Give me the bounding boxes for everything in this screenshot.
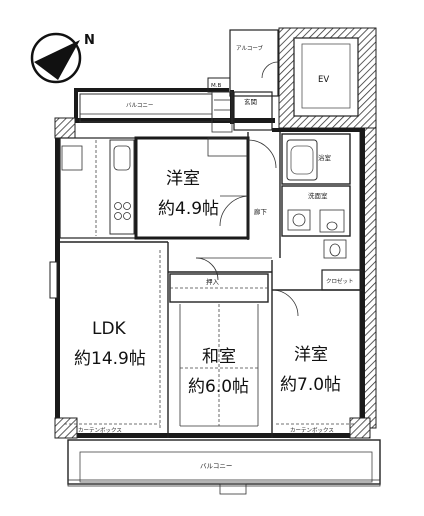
western-room-top-size: 約4.9帖 [158,199,219,219]
alcove: アルコーブ [229,29,279,97]
entrance: M.B 玄関 [207,77,273,133]
corridor-label: 廊下 [254,207,268,216]
closet-label: クロゼット [326,277,354,285]
entrance-label: 玄関 [244,97,257,106]
japanese-room: 和室 約6.0帖 [179,304,259,427]
bathroom-label: 浴室 [318,153,332,162]
western-room-right-size: 約7.0帖 [280,375,341,395]
closet: クロゼット [321,269,363,291]
bathroom: 浴室 [281,133,351,185]
balcony-bottom-label: バルコニー [200,462,232,470]
kitchen [59,137,137,239]
western-room-top: 洋室 約4.9帖 [134,136,250,240]
oshiire-label: 押入 [206,277,220,286]
balcony-bottom: バルコニー [67,439,381,495]
curtain-box-left-label: カーテンボックス [78,426,122,434]
elevator-shaft: EV [278,27,377,129]
corridor: 廊下 [247,132,281,258]
balcony-top: バルコニー [79,93,213,123]
interior-walls [49,241,362,438]
oshiire: 押入 [169,273,269,303]
western-room-top-name: 洋室 [166,169,200,189]
compass-needle-icon [34,40,80,80]
mb-label: M.B [211,83,221,89]
ldk-size: 約14.9帖 [74,349,146,369]
ldk-name: LDK [92,319,127,339]
curtain-box-right-label: カーテンボックス [290,426,334,434]
compass: N [30,32,95,84]
japanese-room-name: 和室 [202,347,236,367]
western-room-right: 洋室 約7.0帖 カーテンボックス [276,345,356,434]
japanese-room-size: 約6.0帖 [188,377,249,397]
balcony-top-label: バルコニー [126,102,153,109]
ev-label: EV [318,75,329,85]
washroom: 洗面室 [281,185,351,259]
alcove-label: アルコーブ [236,44,264,52]
western-room-right-name: 洋室 [294,345,328,365]
washroom-label: 洗面室 [308,191,328,200]
compass-north-label: N [84,33,95,48]
ldk: LDK 約14.9帖 カーテンボックス [64,319,160,434]
